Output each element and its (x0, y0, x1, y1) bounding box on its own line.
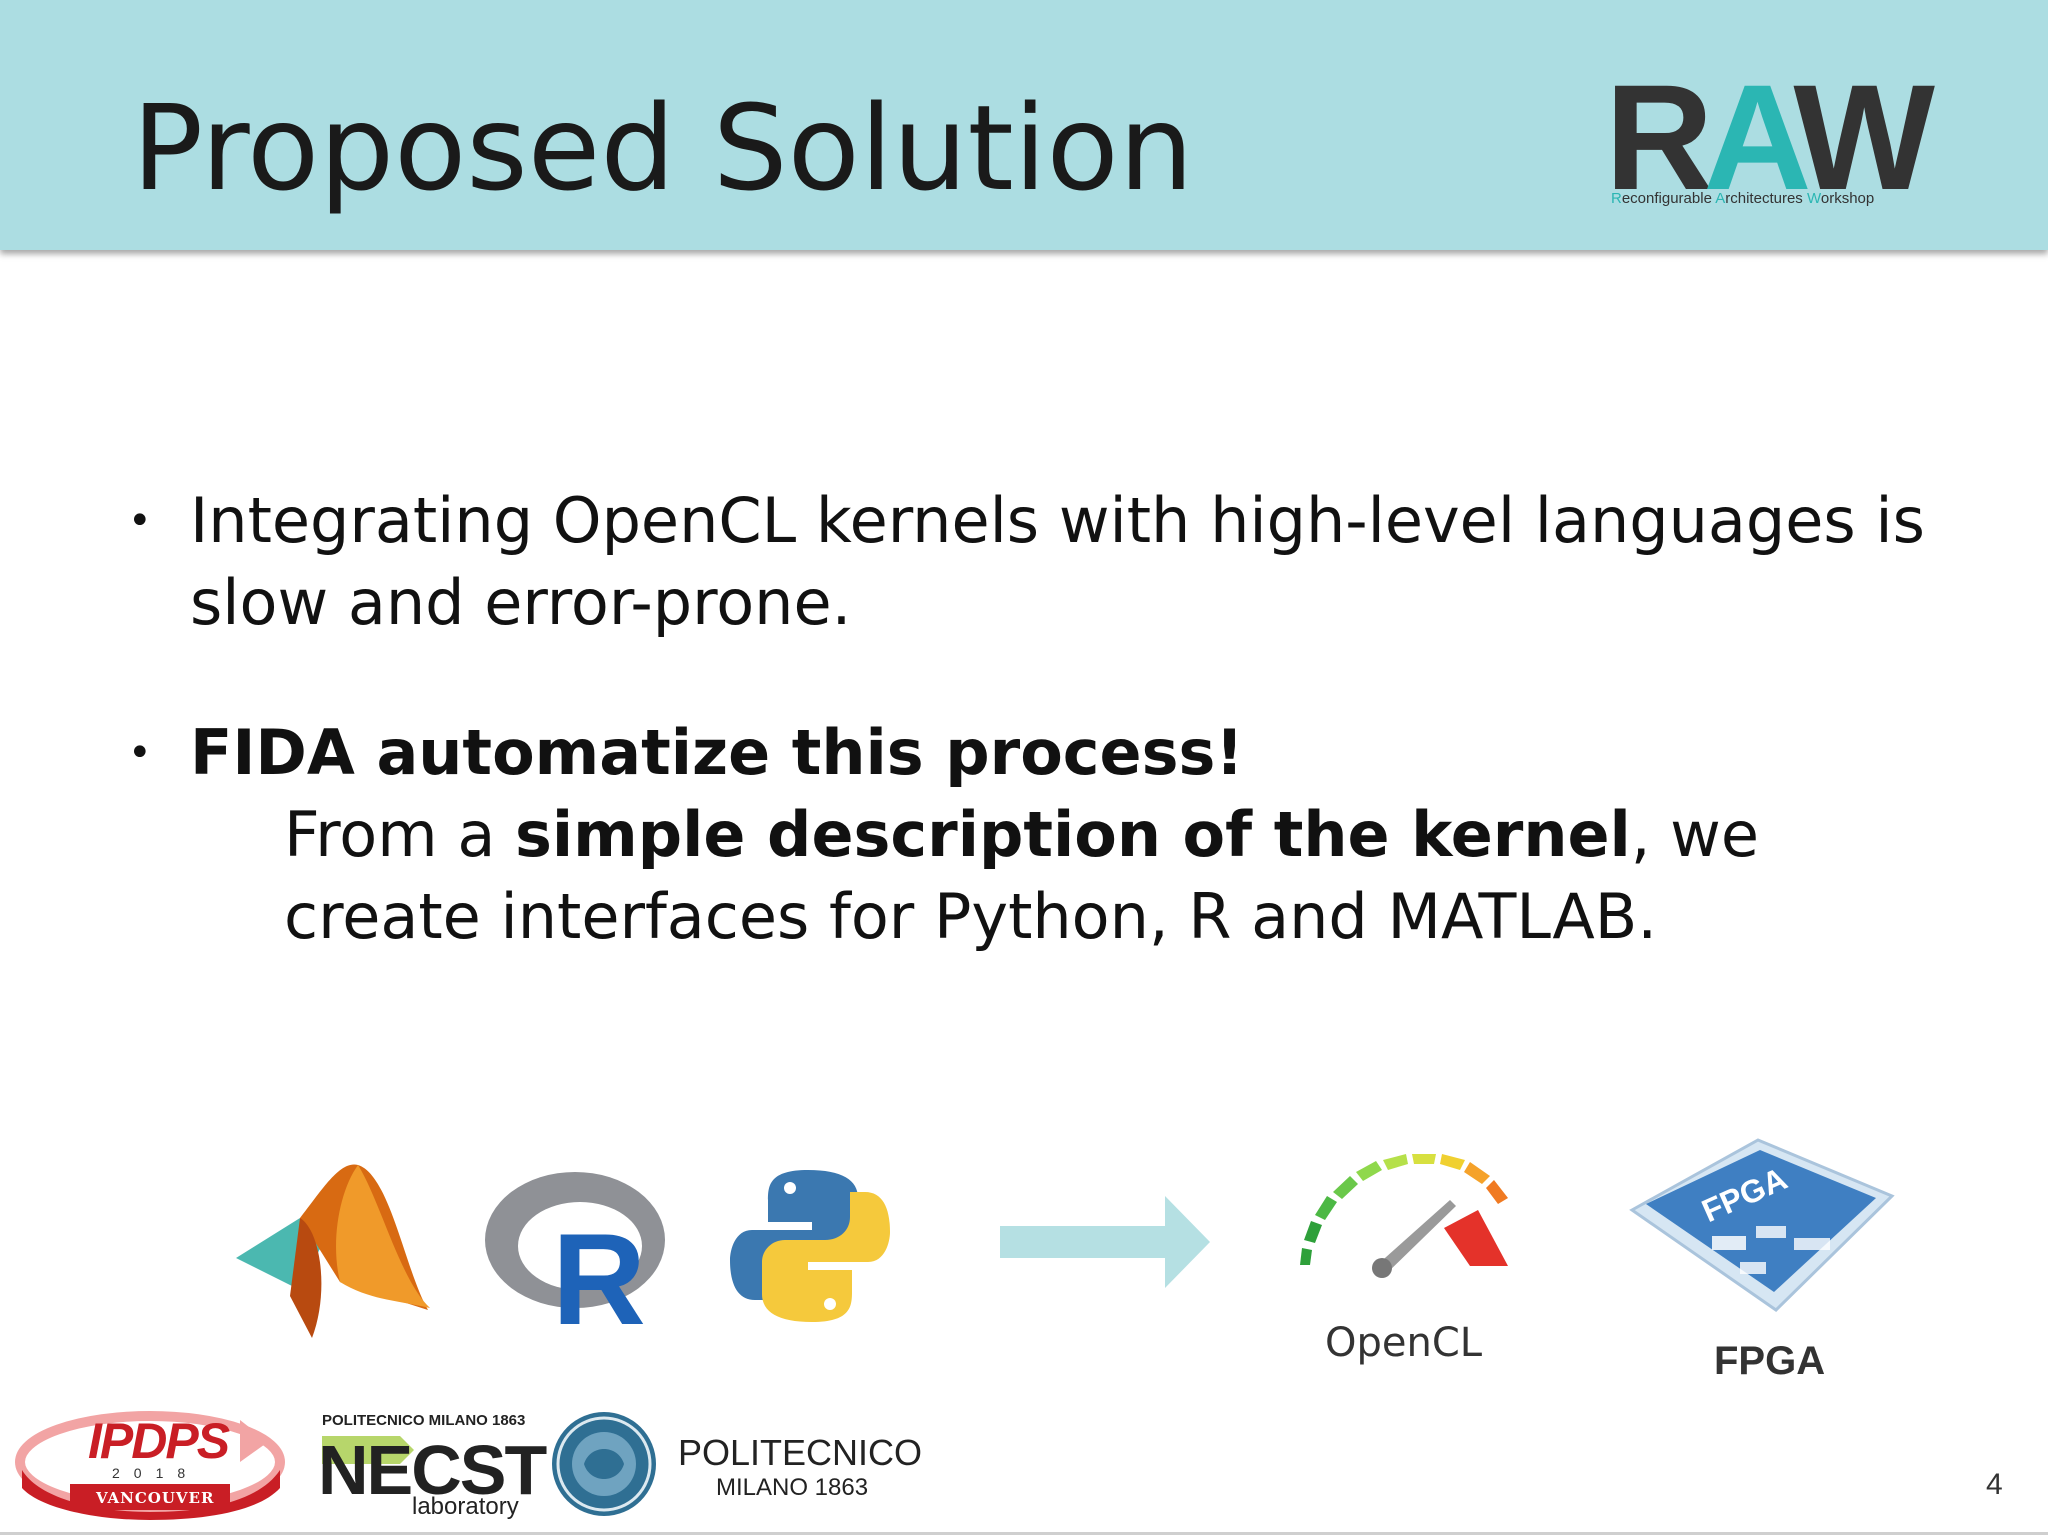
necst-logo-lab: laboratory (412, 1493, 519, 1520)
ipdps-logo-city: VANCOUVER (96, 1489, 215, 1507)
right-arrow-icon (1000, 1196, 1210, 1288)
politecnico-subtitle: MILANO 1863 (716, 1474, 869, 1501)
bullet-item-1: • Integrating OpenCL kernels with high-l… (128, 480, 1948, 644)
opencl-gauge-icon (1300, 1154, 1508, 1278)
bullet-dot-icon: • (128, 498, 152, 544)
necst-logo-top: POLITECNICO MILANO 1863 (322, 1412, 526, 1429)
bullet-subtext-bold: simple description of the kernel (515, 798, 1631, 871)
r-logo-icon: R (485, 1172, 665, 1352)
bullet-text-2-bold: FIDA automatize this process! (190, 716, 1244, 789)
raw-sub-3: orkshop (1820, 190, 1875, 207)
ipdps-logo-year: 2018 (112, 1465, 200, 1481)
bullet-subtext-part-1: From a (284, 798, 516, 871)
ipdps-logo-word: IPDPS (88, 1413, 230, 1469)
python-logo-icon (730, 1170, 890, 1322)
raw-logo-letter-a: A (1703, 53, 1803, 221)
opencl-label: OpenCL (1325, 1320, 1483, 1366)
raw-logo-subtitle: Reconfigurable Architectures Workshop (1611, 190, 1874, 207)
bullet-text-1: Integrating OpenCL kernels with high-lev… (190, 484, 1925, 639)
necst-logo-word: NECST (318, 1431, 547, 1509)
raw-sub-a: A (1715, 190, 1726, 207)
politecnico-name: POLITECNICO (678, 1432, 923, 1473)
politecnico-seal-icon (552, 1412, 656, 1516)
page-number: 4 (1986, 1468, 2003, 1501)
r-logo-letter: R (552, 1206, 646, 1352)
bullet-item-2: • FIDA automatize this process! From a s… (128, 712, 1948, 958)
slide-title: Proposed Solution (132, 79, 1194, 217)
raw-logo-word: RAW (1605, 62, 1935, 212)
matlab-logo-icon (236, 1164, 430, 1338)
raw-sub-1: econfigurable (1621, 190, 1716, 207)
fpga-chip-icon: FPGA (1629, 1138, 1895, 1312)
ipdps-logo-icon (15, 1411, 285, 1520)
raw-sub-w: W (1806, 190, 1821, 207)
raw-sub-r: R (1611, 190, 1622, 207)
fpga-label: FPGA (1714, 1339, 1825, 1383)
bottom-divider (0, 1532, 2048, 1535)
slide-header: Proposed Solution R A W Reconfigurable Arc… (0, 0, 2048, 250)
bullet-subtext: From a simple description of the kernel,… (190, 794, 1948, 958)
bullet-dot-icon: • (128, 730, 152, 776)
bullet-subtext-part-2: , we create interfaces for Python, R and… (284, 798, 1760, 953)
raw-logo-letter-r: R (1605, 53, 1713, 221)
necst-logo-icon (322, 1436, 414, 1464)
raw-logo-letter-w: W (1793, 53, 1935, 221)
raw-logo: R A W Reconfigurable Architectures Worksho… (1605, 62, 1935, 222)
raw-sub-2: rchitectures (1725, 190, 1807, 207)
bullet-list: • Integrating OpenCL kernels with high-l… (128, 480, 1948, 958)
